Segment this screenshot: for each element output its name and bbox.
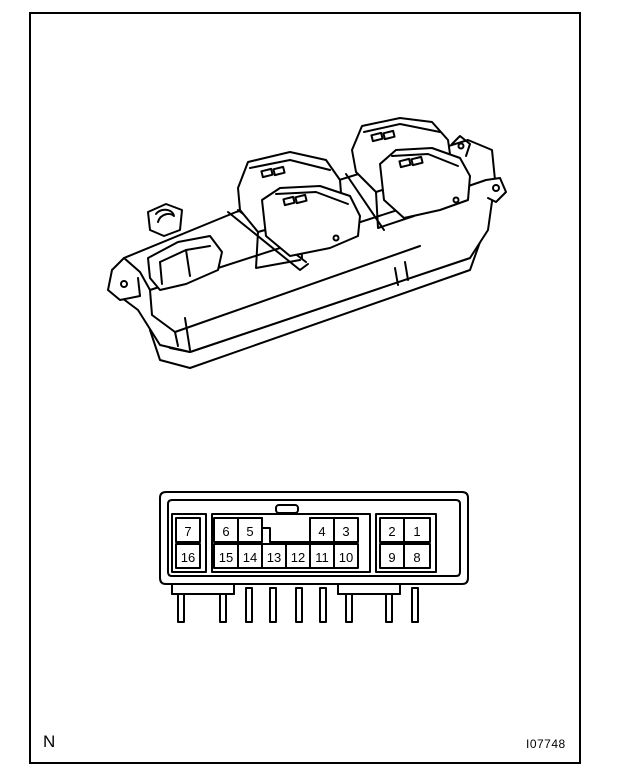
connector-lock-latch — [275, 504, 299, 514]
pin-cell-10 — [333, 543, 359, 569]
window-lock-button — [147, 235, 223, 291]
figure-id: I07748 — [526, 737, 566, 751]
pin-label-11: 11 — [315, 550, 329, 565]
terminal-pin — [219, 593, 227, 623]
pin-cell-16 — [175, 543, 201, 569]
terminal-pin — [385, 593, 393, 623]
pin-label-4: 4 — [318, 524, 325, 539]
terminal-pin — [319, 587, 327, 623]
terminal-pin — [295, 587, 303, 623]
mount-tab-rear — [451, 135, 471, 157]
rocker-switch-rear-right — [379, 147, 471, 219]
cavity-block-left — [171, 513, 207, 573]
pin-label-10: 10 — [339, 550, 353, 565]
terminal-pin — [177, 593, 185, 623]
pin-cell-8 — [403, 543, 431, 569]
pin-label-9: 9 — [388, 550, 395, 565]
terminal-pin — [269, 587, 277, 623]
connector-face-view: 7 6 5 4 3 2 1 16 15 14 13 12 11 10 9 8 — [159, 491, 469, 623]
pin-label-14: 14 — [243, 550, 257, 565]
window-switch-assembly — [107, 117, 507, 369]
pin-label-3: 3 — [342, 524, 349, 539]
terminal-pin — [345, 593, 353, 623]
mount-hole-left — [120, 280, 128, 288]
pin-cell-5 — [237, 517, 263, 543]
figure-frame — [29, 12, 581, 764]
pin-cell-3 — [333, 517, 359, 543]
pin-label-15: 15 — [219, 550, 233, 565]
mount-hole-right — [492, 184, 500, 192]
pin-label-7: 7 — [184, 524, 191, 539]
terminal-pin — [245, 587, 253, 623]
cavity-block-middle — [211, 513, 371, 573]
connector-inner-outline — [167, 499, 461, 577]
terminal-pin — [411, 587, 419, 623]
pin-label-6: 6 — [222, 524, 229, 539]
pin-label-12: 12 — [291, 550, 305, 565]
connector-rear-ledge — [171, 583, 401, 595]
view-marker: N — [43, 732, 56, 751]
pin-label-8: 8 — [413, 550, 420, 565]
pin-label-2: 2 — [388, 524, 395, 539]
terminal-pins — [177, 587, 419, 623]
mount-tab-left — [107, 269, 141, 301]
pin-cell-7 — [175, 517, 201, 543]
pin-label-5: 5 — [246, 524, 253, 539]
cavity-block-right — [375, 513, 437, 573]
pin-label-16: 16 — [181, 550, 195, 565]
pin-label-1: 1 — [413, 524, 420, 539]
pin-label-13: 13 — [267, 550, 281, 565]
rocker-switch-rear-left — [261, 185, 361, 257]
pin-cell-1 — [403, 517, 431, 543]
